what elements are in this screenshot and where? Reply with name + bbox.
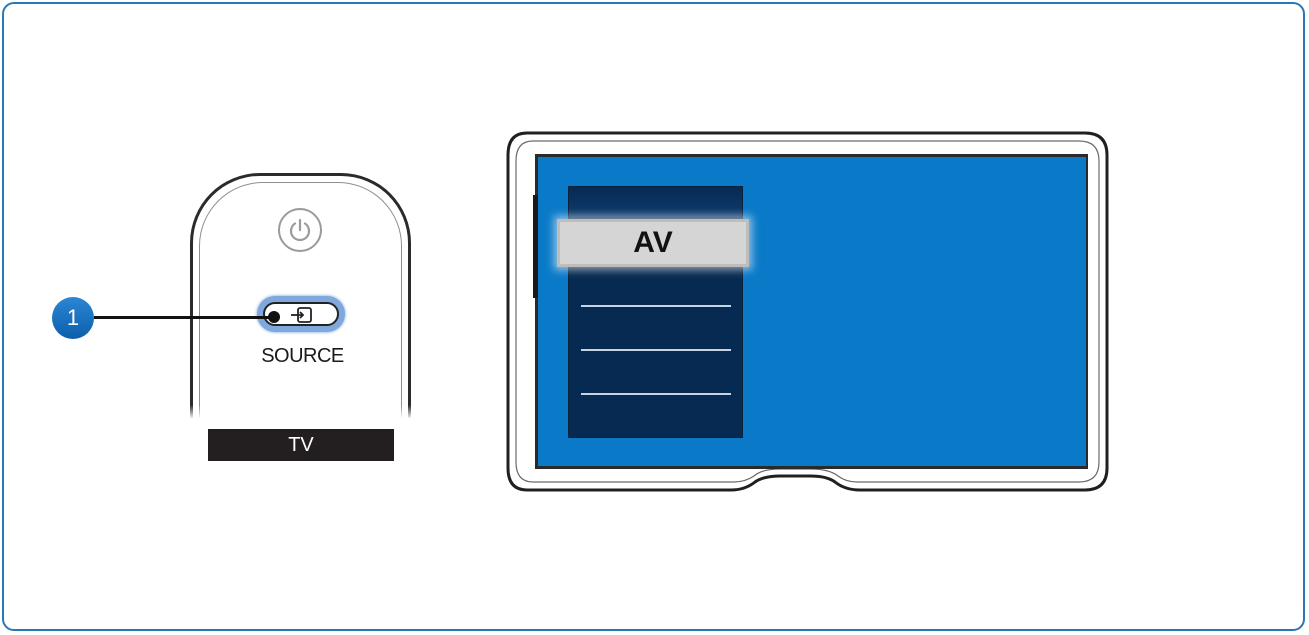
menu-item-separator bbox=[581, 305, 731, 307]
tv-device-label: TV bbox=[208, 429, 394, 461]
callout-leader-dot bbox=[268, 311, 280, 323]
menu-item-separator bbox=[581, 349, 731, 351]
power-icon bbox=[286, 216, 314, 244]
menu-top-glow bbox=[569, 187, 742, 217]
menu-item-separator bbox=[581, 393, 731, 395]
remote-fade bbox=[190, 405, 411, 419]
callout-leader-line bbox=[94, 316, 274, 319]
menu-item-av-selected[interactable]: AV bbox=[557, 219, 749, 267]
power-button[interactable] bbox=[278, 208, 322, 252]
screen-side-edge bbox=[533, 195, 538, 298]
source-input-icon bbox=[290, 306, 314, 324]
source-label: SOURCE bbox=[240, 345, 365, 368]
callout-number-badge: 1 bbox=[52, 297, 94, 339]
